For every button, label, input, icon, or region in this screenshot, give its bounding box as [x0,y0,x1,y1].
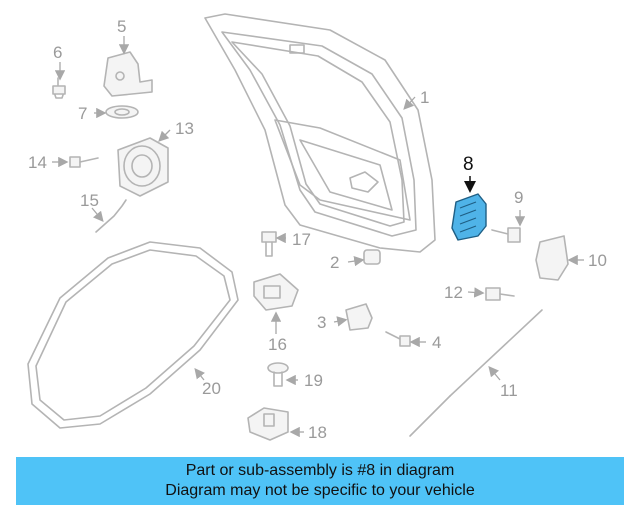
striker-18 [247,407,289,441]
callout-6: 6 [53,43,62,62]
parts-diagram: 1 5 6 7 13 14 15 17 [27,13,607,442]
banner-line-1: Part or sub-assembly is #8 in diagram [185,462,455,479]
callout-15: 15 [80,191,99,210]
ball-stud-12 [485,287,515,301]
bumper-2 [363,249,381,265]
highlighted-part-8 [451,193,487,241]
callout-20: 20 [202,379,221,398]
callout-19: 19 [304,371,323,390]
callout-17: 17 [292,230,311,249]
banner-line-2: Diagram may not be specific to your vehi… [165,482,475,499]
fastener-19 [267,362,289,387]
latch-16 [253,273,299,311]
cover-10 [535,235,569,281]
speaker-13 [117,137,169,197]
callout-1: 1 [420,88,429,107]
callout-9: 9 [514,188,523,207]
callout-18: 18 [308,423,327,442]
stop-3 [345,303,373,331]
hinge-bracket [103,51,153,97]
screw-9 [491,227,521,243]
callout-10: 10 [588,251,607,270]
callout-14: 14 [28,153,47,172]
screw-14 [69,156,99,168]
weatherstrip-20 [27,241,239,429]
info-banner: Part or sub-assembly is #8 in diagram Di… [16,457,624,505]
callout-8: 8 [463,154,474,175]
washer-7 [105,105,139,119]
gas-strut-11 [409,309,543,437]
callout-12: 12 [444,283,463,302]
bolt-6 [52,77,66,99]
liftgate-panel [204,13,436,253]
hose-15 [95,199,127,233]
callout-4: 4 [432,333,441,352]
callout-2: 2 [330,253,339,272]
clip-17 [261,231,277,257]
callout-3: 3 [317,313,326,332]
callout-7: 7 [78,104,87,123]
bolt-4 [385,331,411,347]
callout-11: 11 [500,381,518,400]
callout-13: 13 [175,119,194,138]
callout-16: 16 [268,335,287,354]
callout-5: 5 [117,17,126,36]
